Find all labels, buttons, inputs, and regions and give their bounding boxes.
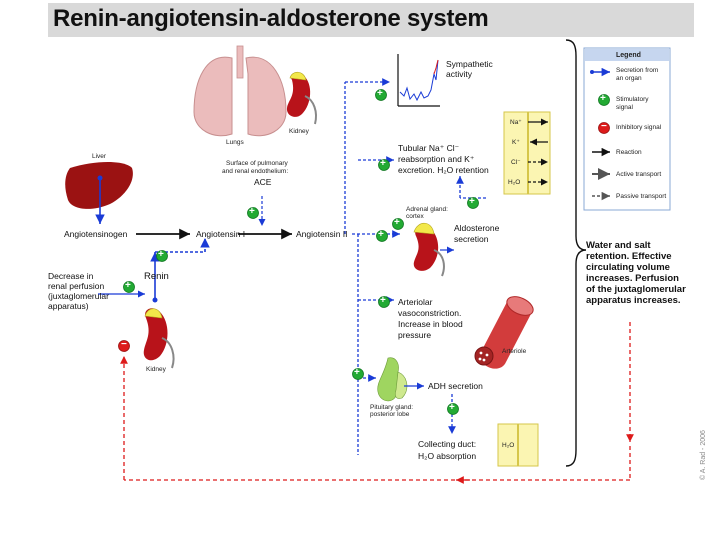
- adh-label: ADH secretion: [428, 381, 483, 391]
- plus-sign-arteriolar: +: [380, 295, 386, 306]
- plus-sign-ace: +: [249, 206, 255, 217]
- legend-stimulatory-line2: signal: [616, 104, 633, 111]
- decrease-label-line1: Decrease in: [48, 271, 94, 281]
- water-label-line4: increases. Perfusion: [586, 273, 679, 284]
- water-label-line1: Water and salt: [586, 240, 651, 251]
- arteriolar-label-line2: vasoconstriction.: [398, 308, 462, 318]
- arteriolar-label-line4: pressure: [398, 330, 432, 340]
- decrease-label-line3: (juxtaglomerular: [48, 291, 109, 301]
- legend-reaction: Reaction: [616, 149, 642, 156]
- decrease-label-line4: apparatus): [48, 301, 89, 311]
- collecting-label-line1: Collecting duct:: [418, 439, 477, 449]
- sympathetic-activity-plot: [397, 54, 440, 107]
- plus-sign-renin: +: [158, 249, 164, 260]
- angiotensin-ii-label: Angiotensin II: [296, 229, 348, 239]
- adrenal-label-line1: Adrenal gland:: [406, 206, 448, 213]
- tubular-label-line1: Tubular Na⁺ Cl⁻: [398, 143, 460, 153]
- plus-sign-cortex: +: [394, 217, 400, 228]
- pituitary-label-line1: Pituitary gland:: [370, 404, 413, 411]
- legend-minus-sign: −: [601, 121, 607, 132]
- plus-sign-adrenal: +: [378, 229, 384, 240]
- water-label-line6: apparatus increases.: [586, 295, 681, 306]
- feedback-loop: [120, 322, 634, 484]
- legend-title: Legend: [616, 52, 641, 59]
- kidney-bottom-label: Kidney: [146, 366, 166, 373]
- surface-label-line2: and renal endothelium:: [222, 168, 289, 175]
- title-bar: Renin-angiotensin-aldosterone system: [48, 3, 694, 37]
- copyright-notice: © A. Rad - 2006: [700, 430, 707, 480]
- water-label-line5: of the juxtaglomerular: [586, 284, 686, 295]
- renin-label: Renin: [144, 271, 169, 282]
- angiotensinogen-label: Angiotensinogen: [64, 229, 128, 239]
- tubular-label-line2: reabsorption and K⁺: [398, 154, 475, 164]
- decrease-label-line2: renal perfusion: [48, 281, 105, 291]
- plus-sign-pituitary: +: [354, 367, 360, 378]
- angiotensin-i-label: Angiotensin I: [196, 229, 246, 239]
- arteriolar-label-line1: Arteriolar: [398, 297, 433, 307]
- legend-plus-sign: +: [600, 93, 606, 104]
- effects-bracket: [565, 39, 587, 467]
- aldosterone-label-line1: Aldosterone: [454, 223, 500, 233]
- ace-label: ACE: [254, 177, 272, 187]
- kidney-top-label: Kidney: [289, 128, 309, 135]
- tubular-label-line3: excretion. H₂O retention: [398, 165, 489, 175]
- legend-inhibitory: Inhibitory signal: [616, 124, 662, 131]
- arteriole-illustration: [474, 296, 534, 369]
- plus-sign-aldosterone: +: [469, 196, 475, 207]
- ion-arrows: [528, 118, 548, 186]
- page-title: Renin-angiotensin-aldosterone system: [53, 5, 489, 32]
- surface-label-line1: Surface of pulmonary: [226, 160, 288, 167]
- lungs-label: Lungs: [226, 139, 244, 146]
- plus-sign-sympathetic: +: [377, 88, 383, 99]
- plus-sign-perfusion: +: [125, 280, 131, 291]
- legend-secretion-line1: Secretion from: [616, 67, 659, 74]
- legend-box: [583, 47, 671, 211]
- sympathetic-label-line2: activity: [446, 69, 472, 79]
- pituitary-illustration: [377, 357, 408, 402]
- legend-passive-transport: Passive transport: [616, 193, 667, 200]
- ion-na-label: Na⁺: [510, 119, 522, 126]
- liver-illustration: [65, 162, 133, 209]
- plus-sign-collecting: +: [449, 402, 455, 413]
- plus-sign-tubular: +: [380, 158, 386, 169]
- collecting-h2o-label: H₂O: [502, 442, 515, 449]
- arteriole-label: Arteriole: [502, 348, 527, 355]
- liver-label: Liver: [92, 153, 107, 160]
- lungs-illustration: [193, 45, 287, 137]
- legend-stimulatory-line1: Stimulatory: [616, 96, 649, 103]
- stimulatory-signals: [123, 89, 610, 415]
- minus-sign-kidney: −: [121, 339, 127, 350]
- kidney-bottom-illustration: [143, 308, 175, 369]
- ion-k-label: K⁺: [512, 139, 520, 146]
- aldosterone-label-line2: secretion: [454, 234, 489, 244]
- adrenal-kidney-illustration: [413, 222, 445, 277]
- ion-cl-label: Cl⁻: [511, 159, 521, 166]
- ion-h2o-label: H₂O: [508, 179, 521, 186]
- arteriolar-label-line3: Increase in blood: [398, 319, 463, 329]
- collecting-label-line2: H₂O absorption: [418, 451, 477, 461]
- kidney-top-illustration: [286, 71, 317, 125]
- collecting-duct-box: [497, 423, 539, 467]
- pituitary-label-line2: posterior lobe: [370, 411, 410, 418]
- water-label-line2: retention. Effective: [586, 251, 672, 262]
- water-label-line3: circulating volume: [586, 262, 670, 273]
- adrenal-label-line2: cortex: [406, 213, 424, 220]
- legend-active-transport: Active transport: [616, 171, 662, 178]
- sympathetic-label-line1: Sympathetic: [446, 59, 493, 69]
- legend-secretion-line2: an organ: [616, 75, 642, 82]
- inhibitory-signals: [118, 122, 610, 352]
